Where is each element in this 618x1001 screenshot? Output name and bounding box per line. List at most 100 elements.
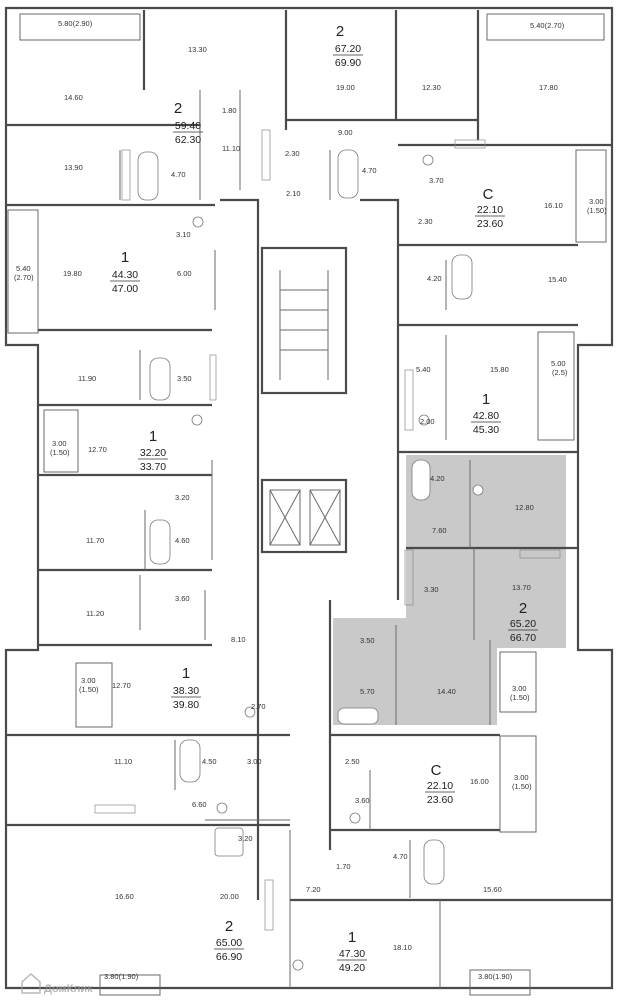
room-area: 3.80(1.90) [104, 972, 139, 981]
svg-text:С: С [483, 186, 494, 203]
room-area: 19.80 [63, 269, 82, 278]
room-area: 11.90 [78, 374, 96, 383]
stair-core [260, 246, 348, 554]
unit-label[interactable]: 1 47.30 49.20 [337, 929, 367, 974]
room-area: 2.70 [251, 702, 266, 711]
room-area: 14.60 [64, 93, 83, 102]
room-area: 7.60 [432, 526, 447, 535]
room-area: 2.10 [286, 189, 301, 198]
svg-text:38.30: 38.30 [173, 685, 199, 697]
svg-text:2: 2 [336, 23, 344, 40]
room-area: 3.30 [424, 585, 439, 594]
room-area: 13.90 [64, 163, 83, 172]
room-area: 3.50 [360, 636, 375, 645]
svg-text:33.70: 33.70 [140, 461, 166, 473]
svg-text:С: С [431, 762, 442, 779]
svg-text:1: 1 [121, 249, 129, 266]
room-area: 11.20 [86, 609, 104, 618]
room-area: 19.00 [336, 83, 355, 92]
svg-text:2: 2 [225, 918, 233, 935]
room-area: 12.70 [88, 445, 107, 454]
unit-label[interactable]: 1 42.80 45.30 [471, 391, 501, 436]
room-area: (1.50) [50, 448, 70, 457]
room-area: 3.00 [81, 676, 96, 685]
room-area: 16.10 [544, 201, 563, 210]
room-area: 3.70 [429, 176, 444, 185]
unit-label[interactable]: С 22.10 23.60 [425, 762, 455, 806]
unit-label[interactable]: 2 65.20 66.70 [508, 600, 538, 644]
room-area: 11.70 [86, 536, 104, 545]
room-area: 8.10 [231, 635, 246, 644]
room-area: 3.50 [177, 374, 192, 383]
highlighted-apartment[interactable] [333, 455, 566, 725]
room-area: 4.60 [175, 536, 190, 545]
watermark-logo: ДомКлик [21, 972, 93, 995]
svg-text:ДомКлик: ДомКлик [44, 983, 93, 995]
svg-text:66.90: 66.90 [216, 951, 242, 963]
room-area: 5.70 [360, 687, 375, 696]
room-area: 3.00 [589, 197, 604, 206]
svg-text:1: 1 [482, 391, 490, 408]
svg-text:45.30: 45.30 [473, 424, 499, 436]
room-area: 5.40(2.70) [530, 21, 565, 30]
room-area: (1.50) [512, 782, 532, 791]
room-area: 13.70 [512, 583, 531, 592]
unit-label[interactable]: 1 38.30 39.80 [171, 665, 201, 711]
svg-text:22.10: 22.10 [427, 780, 453, 792]
room-area: 3.00 [514, 773, 529, 782]
room-area: (1.50) [587, 206, 607, 215]
unit-label[interactable]: 2 67.20 69.90 [333, 23, 363, 69]
room-area: 3.10 [176, 230, 191, 239]
svg-text:1: 1 [149, 428, 157, 445]
room-area: 2.30 [285, 149, 300, 158]
svg-text:32.20: 32.20 [140, 447, 166, 459]
svg-text:2: 2 [174, 100, 182, 117]
room-area: 3.20 [238, 834, 253, 843]
svg-text:44.30: 44.30 [112, 269, 138, 281]
room-area: 2.50 [345, 757, 360, 766]
unit-label[interactable]: С 22.10 23.60 [475, 186, 505, 230]
svg-text:23.60: 23.60 [427, 794, 453, 806]
room-area-labels: 5.80(2.90) 13.30 14.60 1.80 11.10 13.90 … [14, 19, 607, 981]
room-area: 3.00 [52, 439, 67, 448]
unit-label[interactable]: 1 44.30 47.00 [110, 249, 140, 295]
room-area: 3.60 [355, 796, 370, 805]
room-area: 5.40 [416, 365, 431, 374]
room-area: (2.70) [14, 273, 34, 282]
room-area: 17.80 [539, 83, 558, 92]
unit-label[interactable]: 2 59.40 62.30 [173, 100, 203, 146]
svg-text:1: 1 [182, 665, 190, 682]
room-area: 18.10 [393, 943, 412, 952]
room-area: 3.80(1.90) [478, 972, 513, 981]
apartment-labels: 2 67.20 69.90 2 59.40 62.30 С 22.10 23.6… [110, 23, 538, 974]
room-area: 16.60 [115, 892, 134, 901]
internal-walls [6, 10, 612, 988]
room-area: 16.00 [470, 777, 489, 786]
room-area: 5.40 [16, 264, 31, 273]
svg-text:1: 1 [348, 929, 356, 946]
room-area: 4.70 [393, 852, 408, 861]
room-area: 2.30 [418, 217, 433, 226]
room-area: 2.00 [420, 417, 435, 426]
room-area: 11.10 [114, 757, 132, 766]
room-area: 12.70 [112, 681, 131, 690]
svg-text:22.10: 22.10 [477, 204, 503, 216]
room-area: 7.20 [306, 885, 321, 894]
room-area: (2.5) [552, 368, 568, 377]
svg-text:47.30: 47.30 [339, 948, 365, 960]
svg-text:23.60: 23.60 [477, 218, 503, 230]
room-area: 11.10 [222, 144, 240, 153]
svg-text:42.80: 42.80 [473, 410, 499, 422]
svg-text:47.00: 47.00 [112, 283, 138, 295]
svg-text:65.20: 65.20 [510, 618, 536, 630]
room-area: 6.00 [177, 269, 192, 278]
room-area: 3.00 [247, 757, 262, 766]
unit-label[interactable]: 2 65.00 66.90 [214, 918, 244, 963]
room-area: 14.40 [437, 687, 456, 696]
room-area: 4.20 [427, 274, 442, 283]
svg-text:69.90: 69.90 [335, 57, 361, 69]
unit-label[interactable]: 1 32.20 33.70 [138, 428, 168, 473]
svg-text:65.00: 65.00 [216, 937, 242, 949]
radiators [94, 129, 561, 931]
